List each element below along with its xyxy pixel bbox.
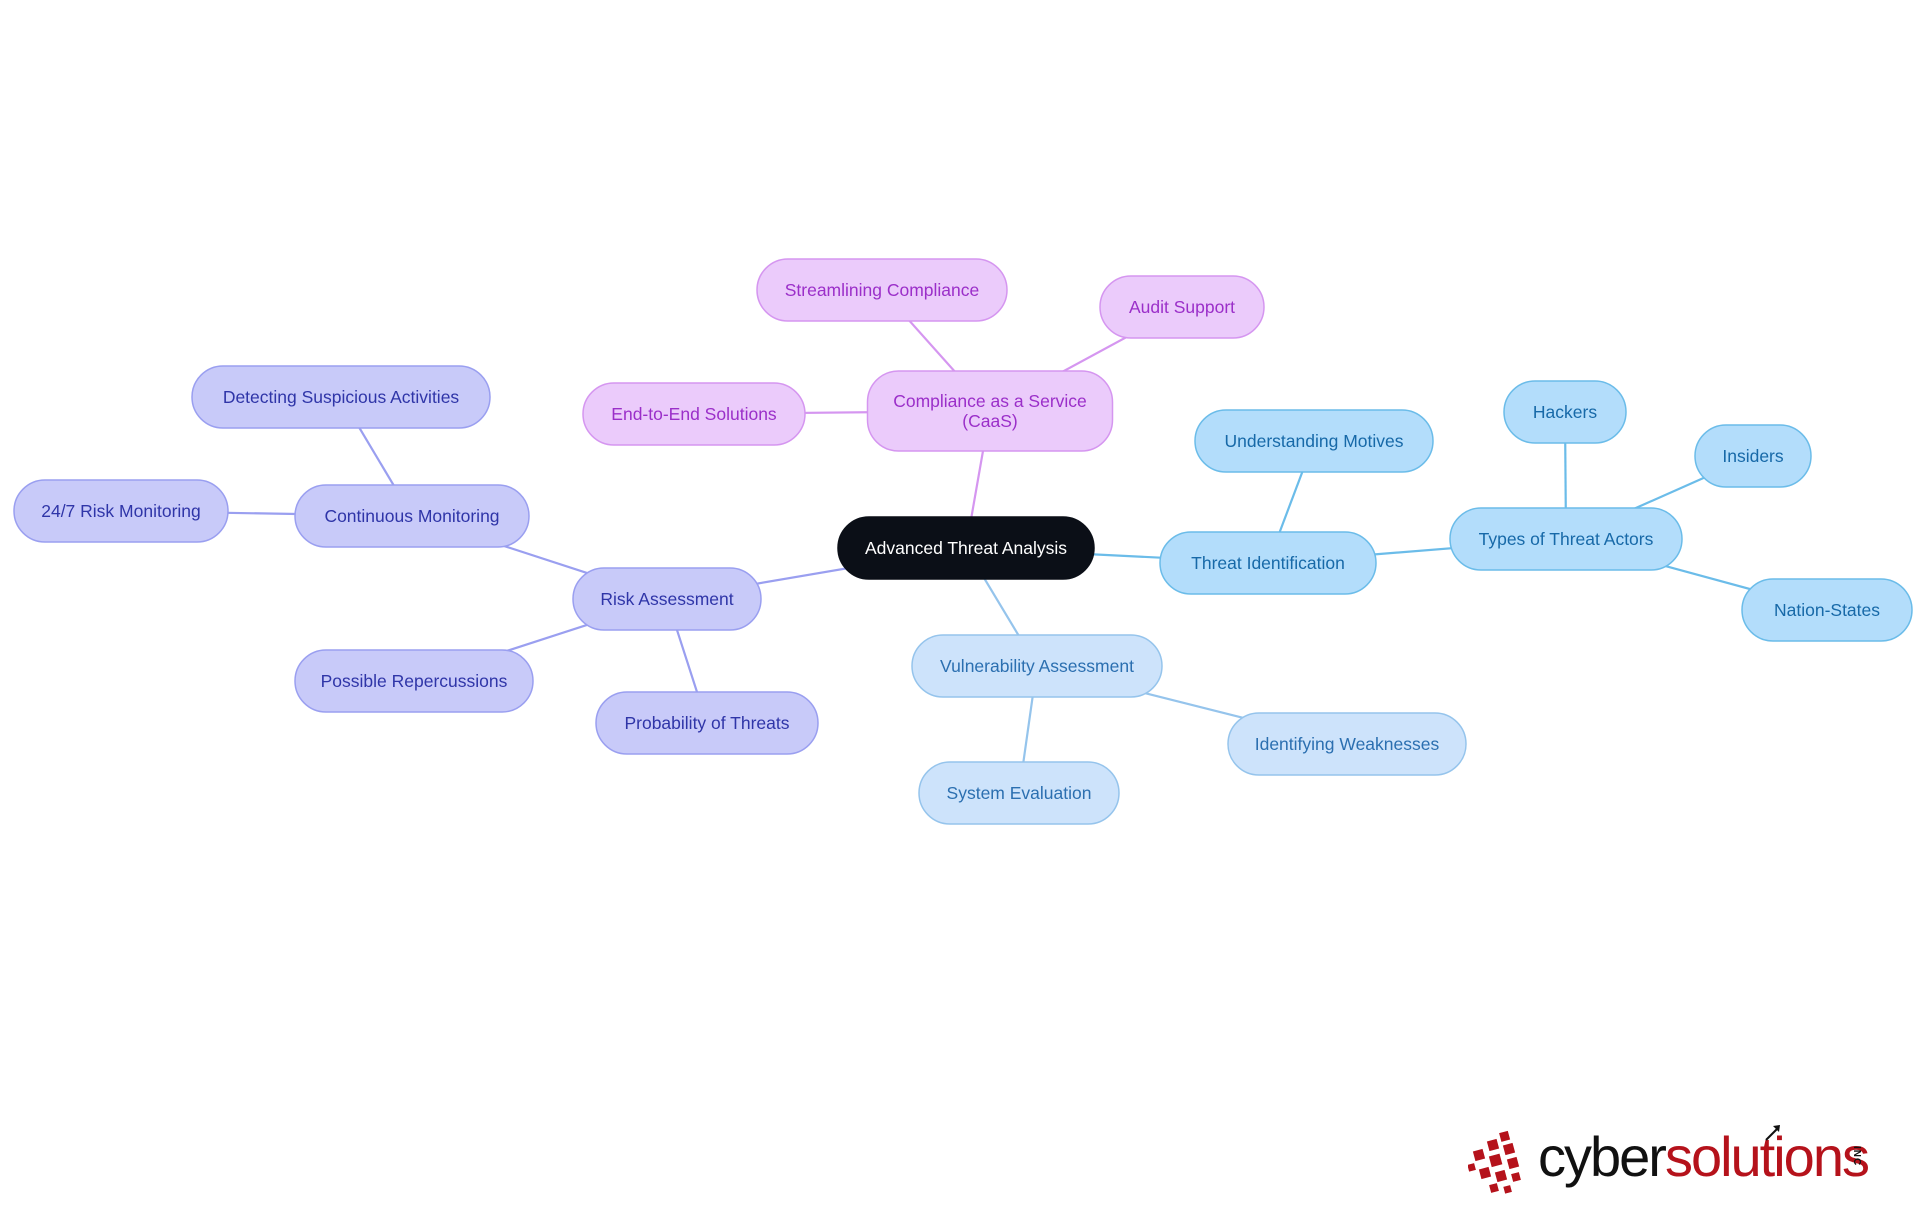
node-root[interactable]: Advanced Threat Analysis (837, 516, 1095, 580)
node-risk-monitoring-shape (13, 479, 229, 543)
node-compliance-label: Compliance as a Service (893, 391, 1087, 411)
node-insiders-label: Insiders (1722, 446, 1784, 466)
node-vuln[interactable]: Vulnerability Assessment (911, 634, 1163, 698)
node-nation-states[interactable]: Nation-States (1741, 578, 1913, 642)
logo-word-cyber: cyber (1538, 1125, 1667, 1188)
logo-inc-suffix: INC (1851, 1146, 1862, 1167)
node-audit[interactable]: Audit Support (1099, 275, 1265, 339)
mind-map-nodes: Advanced Threat Analysis Compliance as a … (13, 258, 1913, 825)
node-repercussions-shape (294, 649, 534, 713)
node-hackers[interactable]: Hackers (1503, 380, 1627, 444)
node-continuous-shape (294, 484, 530, 548)
node-streamlining-label: Streamlining Compliance (785, 280, 980, 300)
node-insiders[interactable]: Insiders (1694, 424, 1812, 488)
node-motives-label: Understanding Motives (1225, 431, 1404, 451)
node-probability[interactable]: Probability of Threats (595, 691, 819, 755)
node-system-label: System Evaluation (947, 783, 1092, 803)
node-risk[interactable]: Risk Assessment (572, 567, 762, 631)
node-detecting-shape (191, 365, 491, 429)
node-weaknesses-label: Identifying Weaknesses (1255, 734, 1440, 754)
node-compliance-shape (866, 370, 1114, 452)
node-audit-label: Audit Support (1129, 297, 1235, 317)
node-streamlining-shape (756, 258, 1008, 322)
node-system[interactable]: System Evaluation (918, 761, 1120, 825)
node-vuln-shape (911, 634, 1163, 698)
node-threat[interactable]: Threat Identification (1159, 531, 1377, 595)
node-threat-label: Threat Identification (1191, 553, 1345, 573)
node-risk-label: Risk Assessment (600, 589, 733, 609)
cybersolutions-logo: cybersolutions INC (1468, 1122, 1888, 1202)
node-threat-shape (1159, 531, 1377, 595)
logo-word-solutions: solutions (1664, 1125, 1870, 1188)
node-compliance[interactable]: Compliance as a Service(CaaS) (866, 370, 1114, 452)
node-end-to-end[interactable]: End-to-End Solutions (582, 382, 806, 446)
node-repercussions-label: Possible Repercussions (321, 671, 508, 691)
node-end-to-end-label: End-to-End Solutions (611, 404, 777, 424)
node-hackers-shape (1503, 380, 1627, 444)
node-motives-shape (1194, 409, 1434, 473)
node-weaknesses[interactable]: Identifying Weaknesses (1227, 712, 1467, 776)
logo-wordmark: cybersolutions (1538, 1124, 1870, 1189)
node-root-label: Advanced Threat Analysis (865, 538, 1067, 558)
node-weaknesses-shape (1227, 712, 1467, 776)
node-compliance-label: (CaaS) (962, 411, 1017, 431)
node-probability-shape (595, 691, 819, 755)
node-continuous-label: Continuous Monitoring (324, 506, 499, 526)
node-risk-monitoring-label: 24/7 Risk Monitoring (41, 501, 201, 521)
node-system-shape (918, 761, 1120, 825)
node-insiders-shape (1694, 424, 1812, 488)
node-risk-monitoring[interactable]: 24/7 Risk Monitoring (13, 479, 229, 543)
node-root-shape (837, 516, 1095, 580)
node-streamlining[interactable]: Streamlining Compliance (756, 258, 1008, 322)
node-audit-shape (1099, 275, 1265, 339)
node-actors-label: Types of Threat Actors (1479, 529, 1654, 549)
node-nation-states-label: Nation-States (1774, 600, 1880, 620)
node-detecting[interactable]: Detecting Suspicious Activities (191, 365, 491, 429)
node-end-to-end-shape (582, 382, 806, 446)
node-nation-states-shape (1741, 578, 1913, 642)
logo-pixel-mark-icon (1468, 1130, 1521, 1194)
logo-arrow-icon (1765, 1125, 1780, 1141)
node-repercussions[interactable]: Possible Repercussions (294, 649, 534, 713)
node-probability-label: Probability of Threats (624, 713, 789, 733)
node-actors-shape (1449, 507, 1683, 571)
node-hackers-label: Hackers (1533, 402, 1597, 422)
node-risk-shape (572, 567, 762, 631)
node-detecting-label: Detecting Suspicious Activities (223, 387, 460, 407)
node-continuous[interactable]: Continuous Monitoring (294, 484, 530, 548)
node-motives[interactable]: Understanding Motives (1194, 409, 1434, 473)
node-vuln-label: Vulnerability Assessment (940, 656, 1134, 676)
node-actors[interactable]: Types of Threat Actors (1449, 507, 1683, 571)
